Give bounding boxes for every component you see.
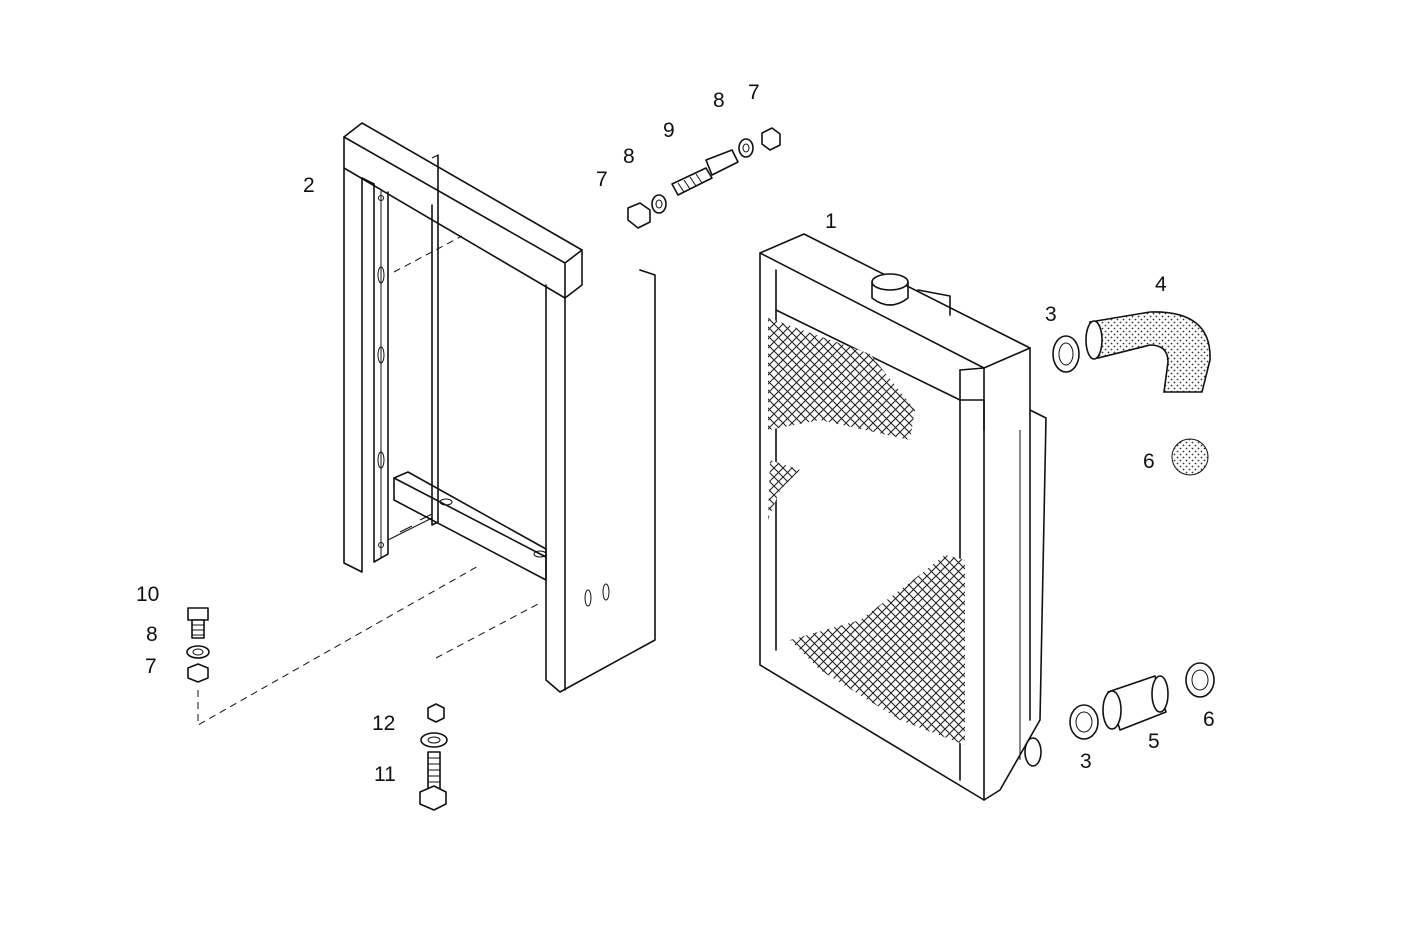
- bottom-clip: [1185, 662, 1215, 698]
- callout-radiator: 1: [825, 210, 837, 233]
- lower-hose: [1102, 675, 1169, 731]
- radiator: [759, 233, 1047, 801]
- right-clip: [1171, 438, 1209, 476]
- callout-clamp-bottom: 3: [1080, 750, 1092, 773]
- callout-clamp-top: 3: [1045, 303, 1057, 326]
- lower-clamp: [1069, 704, 1099, 740]
- callout-clip-right: 6: [1143, 450, 1155, 473]
- callout-lower-hose: 5: [1148, 730, 1160, 753]
- top-fastener-set: [627, 127, 781, 229]
- callout-washer-upper-left: 8: [623, 145, 635, 168]
- bottom-fastener-set: [419, 703, 448, 811]
- callout-washer-lower-left: 8: [146, 623, 158, 646]
- left-fastener-set: [186, 564, 481, 726]
- upper-hose: [1085, 311, 1211, 393]
- callout-nut-upper-right: 7: [748, 81, 760, 104]
- callout-upper-hose: 4: [1155, 273, 1167, 296]
- callout-washer-upper-right: 8: [713, 89, 725, 112]
- callout-bolt-bottom: 11: [374, 763, 396, 786]
- callout-stud-bolt: 9: [663, 119, 675, 142]
- callout-screw-lower-left: 10: [136, 583, 159, 606]
- callout-nut-upper-left: 7: [596, 168, 608, 191]
- callout-clip-bottom: 6: [1203, 708, 1215, 731]
- callout-frame: 2: [303, 174, 315, 197]
- mounting-frame: [343, 122, 656, 693]
- upper-clamp: [1052, 335, 1080, 373]
- callout-nut-lower-left: 7: [145, 655, 157, 678]
- callout-nut-bottom: 12: [372, 712, 395, 735]
